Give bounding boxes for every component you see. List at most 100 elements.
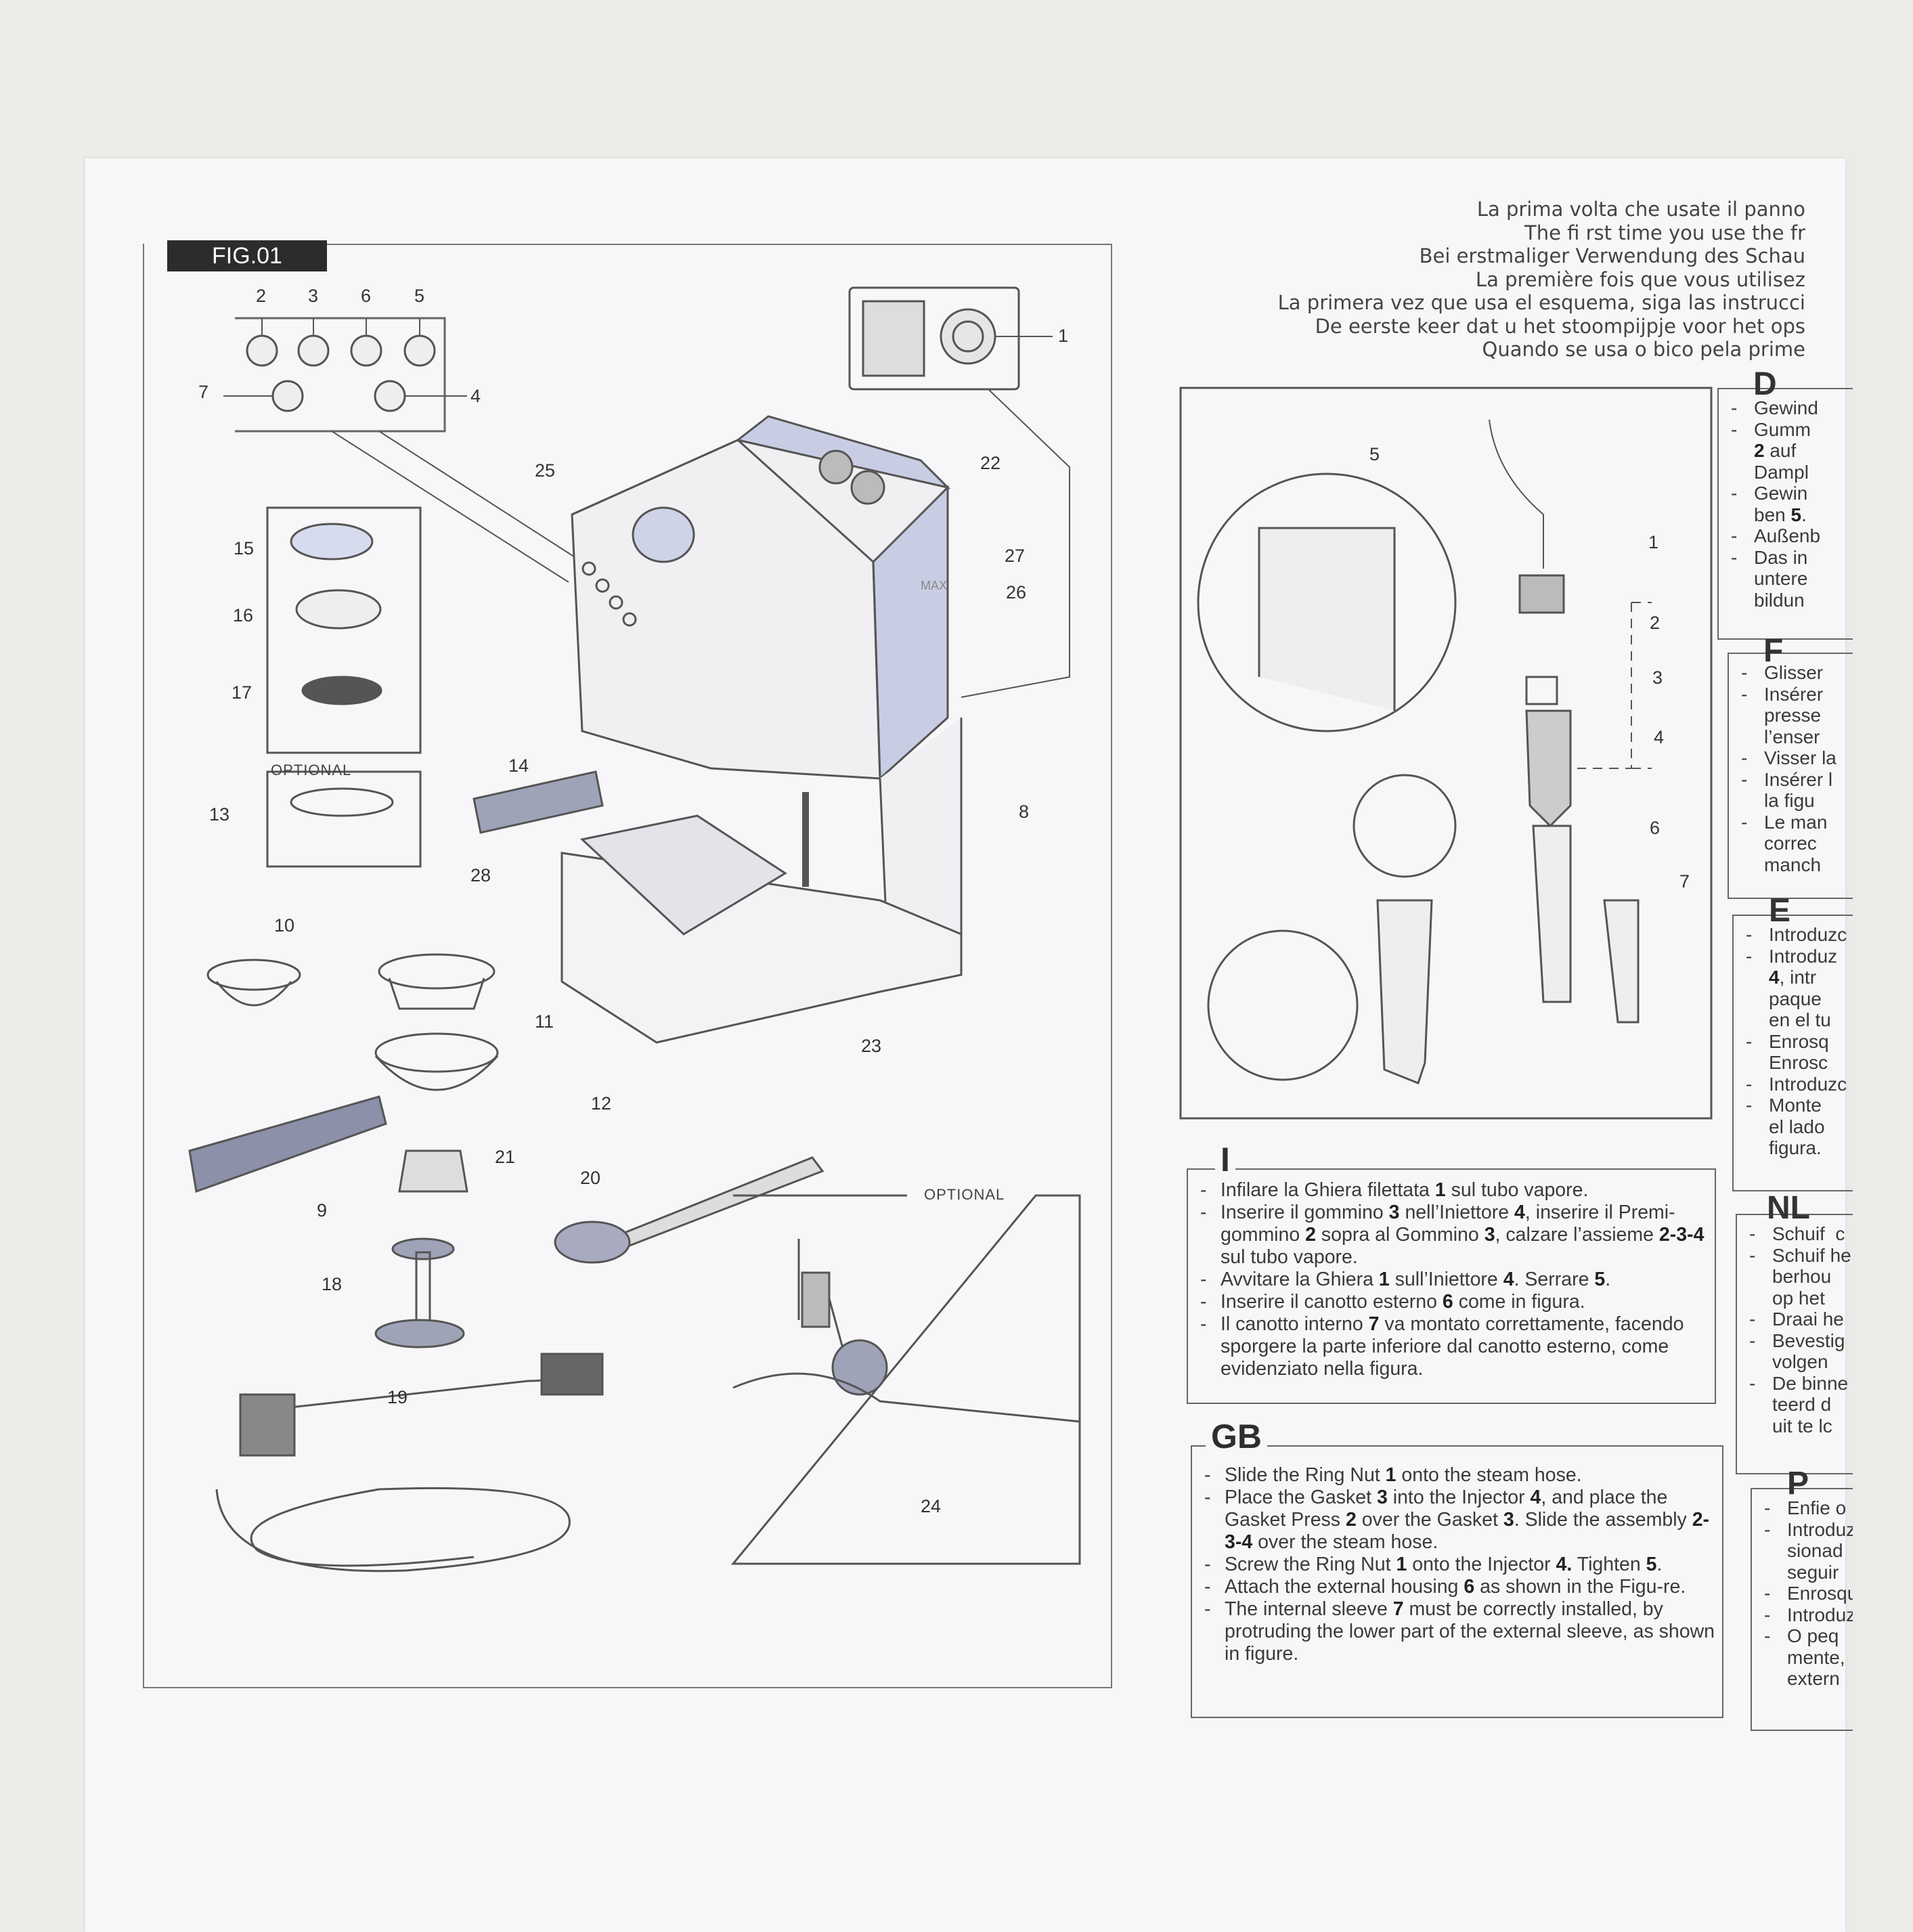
max-level-label: MAX — [921, 579, 948, 592]
instruction-text: Gumm — [1754, 418, 1811, 440]
section-title-e: E — [1769, 893, 1791, 929]
part-number: 1 — [1434, 1179, 1446, 1201]
instruction-text: Enrosq — [1769, 1030, 1829, 1052]
callout-19: 19 — [387, 1387, 408, 1407]
instruction-text: sopra al Gommino — [1316, 1224, 1485, 1246]
instruction-text: uit te lc — [1772, 1415, 1832, 1436]
callout-22: 22 — [980, 453, 1001, 473]
callout-16: 16 — [233, 605, 254, 625]
wand-callout-6: 6 — [1650, 818, 1661, 838]
instruction-text: Glisser — [1764, 662, 1824, 683]
callout-12: 12 — [591, 1093, 612, 1114]
instruction-text: Infilare la Ghiera filettata — [1221, 1179, 1435, 1201]
figure-frame-top — [327, 244, 1111, 245]
intro-line-de: Bei erstmaliger Verwendung des Schau — [1419, 244, 1805, 267]
intro-text: La prima volta che usate il panno The fi… — [1278, 198, 1805, 361]
instruction-text: as shown in the Figu-re. — [1474, 1576, 1686, 1598]
part-number: 3 — [1503, 1509, 1514, 1531]
instruction-item: Avvitare la Ghiera 1 sull’Iniettore 4. S… — [1193, 1269, 1708, 1291]
instruction-text: correc — [1764, 833, 1817, 854]
intro-line-es: La primera vez que usa el esquema, siga … — [1277, 291, 1805, 314]
instruction-text: paque — [1769, 988, 1822, 1009]
instruction-text: manch — [1764, 854, 1822, 875]
instruction-item: Inserire il canotto esterno 6 come in fi… — [1193, 1291, 1708, 1313]
callout-24: 24 — [921, 1496, 942, 1516]
instruction-text: Schuif c — [1772, 1223, 1845, 1244]
instruction-list: GlisserInsérerpressel’enserVisser laInsé… — [1734, 662, 1853, 875]
instruction-text: Gewin — [1754, 483, 1808, 504]
instruction-text: Draai he — [1772, 1309, 1844, 1330]
instruction-item: Schuif c — [1742, 1223, 1853, 1245]
instruction-text: bildun — [1754, 589, 1805, 611]
figure-label: FIG.01 — [167, 240, 327, 271]
callout-17: 17 — [232, 682, 252, 703]
instruction-text: va montato correttamente, facendo sporge… — [1221, 1313, 1684, 1380]
intro-line-nl: De eerste keer dat u het stoompijpje voo… — [1315, 314, 1805, 338]
espresso-machine — [472, 415, 963, 1044]
instruction-text: Place the Gasket — [1225, 1487, 1377, 1508]
instruction-item: Inserire il gommino 3 nell’Iniettore 4, … — [1193, 1202, 1708, 1269]
instruction-item: Infilare la Ghiera filettata 1 sul tubo … — [1193, 1179, 1708, 1202]
instruction-text: Introduzc — [1769, 924, 1847, 945]
instruction-text: . — [1656, 1554, 1663, 1575]
callout-18: 18 — [322, 1274, 343, 1294]
instruction-text: op het — [1772, 1287, 1825, 1309]
instruction-text: over the steam hose. — [1252, 1531, 1438, 1553]
callout-13: 13 — [209, 804, 230, 825]
instruction-text: sul tubo vapore. — [1221, 1246, 1358, 1268]
instruction-text: Introduz — [1769, 945, 1838, 967]
part-number: 2-3-4 — [1225, 1509, 1710, 1553]
instruction-text: , calzare l’assieme — [1495, 1224, 1659, 1246]
section-title-f: F — [1763, 633, 1784, 669]
instruction-text: Enfie o — [1787, 1497, 1847, 1518]
callout-5: 5 — [414, 286, 425, 306]
instruction-text: nell’Iniettore — [1399, 1202, 1515, 1223]
button-icon — [246, 334, 278, 367]
callout-23: 23 — [861, 1036, 882, 1056]
instruction-text: Das in — [1754, 546, 1808, 568]
power-socket-panel — [848, 286, 1070, 698]
instruction-text: O peq — [1787, 1625, 1839, 1646]
section-title-nl: NL — [1767, 1190, 1810, 1226]
instruction-text: untere — [1754, 568, 1808, 589]
callout-20: 20 — [580, 1168, 601, 1188]
part-number: 2 — [1305, 1224, 1316, 1246]
instruction-text: Schuif he — [1772, 1244, 1851, 1266]
part-number: 1 — [1396, 1554, 1407, 1575]
instruction-text: Introduz — [1787, 1518, 1853, 1540]
wand-callout-5: 5 — [1369, 444, 1380, 464]
part-number: 7 — [1368, 1313, 1380, 1335]
callout-11: 11 — [535, 1011, 554, 1032]
part-number: 5 — [1646, 1554, 1657, 1575]
part-number: 3 — [1484, 1224, 1495, 1246]
instruction-text: mente, — [1787, 1646, 1845, 1668]
figure-frame — [143, 244, 1112, 1688]
instruction-text: Insérer — [1764, 683, 1824, 705]
part-number: 3 — [1388, 1202, 1400, 1223]
instruction-item: Außenb — [1724, 525, 1853, 547]
instruction-text: presse — [1764, 705, 1822, 726]
instruction-text: Introduzc — [1769, 1073, 1847, 1095]
instruction-item: Insérer lla figu — [1734, 769, 1853, 812]
instruction-item: Screw the Ring Nut 1 onto the Injector 4… — [1197, 1554, 1715, 1576]
filter-parts — [266, 506, 422, 868]
instruction-text: extern — [1787, 1668, 1840, 1689]
callout-7: 7 — [198, 382, 209, 402]
instruction-item: The internal sleeve 7 must be correctly … — [1197, 1598, 1715, 1665]
instruction-item: Place the Gasket 3 into the Injector 4, … — [1197, 1487, 1715, 1554]
instruction-text: Inserire il gommino — [1221, 1202, 1389, 1223]
section-title: I — [1215, 1143, 1235, 1177]
instruction-item: Introduzc — [1739, 1074, 1853, 1095]
instruction-text: , inserire il Premi-gommino — [1221, 1202, 1675, 1246]
instruction-text: Außenb — [1754, 525, 1821, 546]
callout-10: 10 — [274, 915, 295, 936]
instruction-text: onto the Injector — [1407, 1554, 1556, 1575]
instruction-text: Inserire il canotto esterno — [1221, 1291, 1443, 1313]
instruction-text: Introduz — [1787, 1604, 1853, 1625]
